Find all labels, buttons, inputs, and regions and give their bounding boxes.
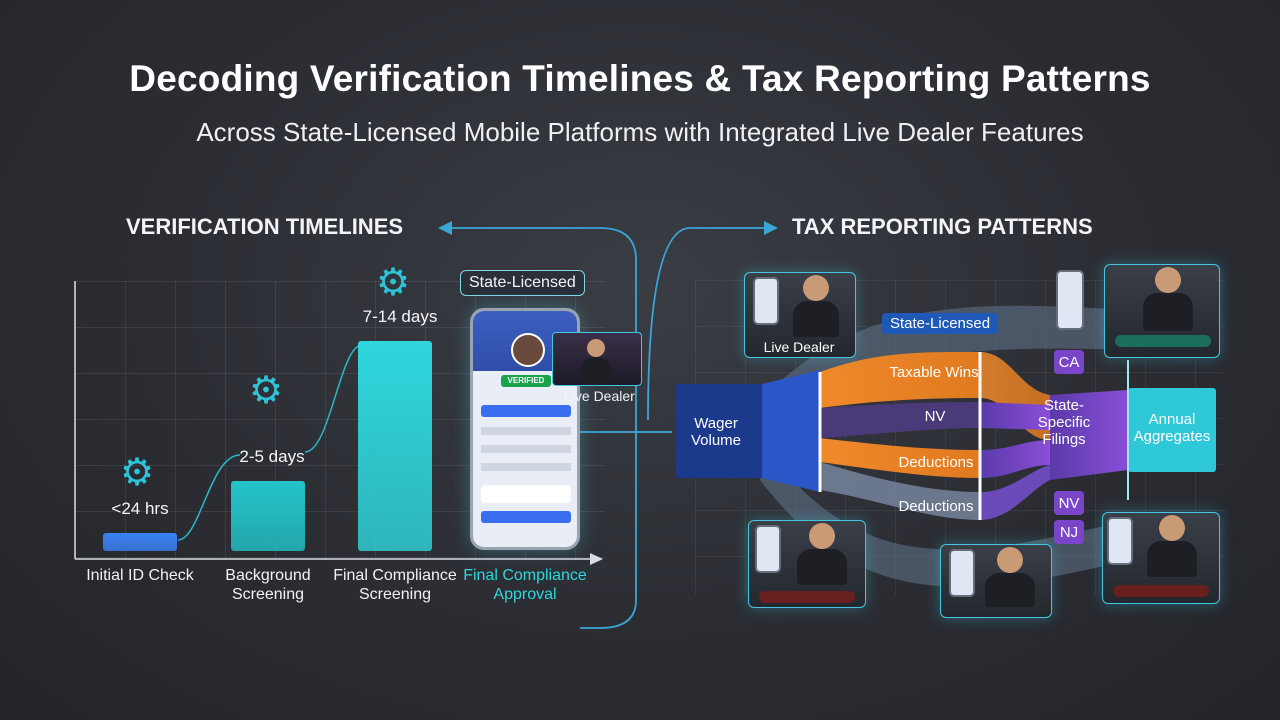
live-dealer-inset-label: Live Dealer: [564, 388, 635, 404]
wager-volume-node: Wager Volume: [690, 415, 742, 449]
verified-badge: VERIFIED: [501, 375, 551, 387]
dealer-card-bottom-mid: [940, 544, 1052, 618]
state-filings-node: State-Specific Filings: [1037, 396, 1091, 448]
bar-value-label: <24 hrs: [111, 499, 169, 518]
state-badge-nj: NJ: [1054, 520, 1084, 544]
taxable-wins-label: Taxable Wins: [889, 363, 979, 381]
annual-aggregates-node: Annual Aggregates: [1133, 411, 1211, 445]
state-badge-ca: CA: [1054, 350, 1084, 374]
bar-value-label: 7-14 days: [362, 307, 438, 326]
deductions-label: Deductions: [898, 453, 974, 471]
dealer-card-top-left: Live Dealer: [744, 272, 856, 358]
dealer-card-bottom-left: [748, 520, 866, 608]
bar-value-label: 2-5 days: [239, 447, 305, 466]
category-label-background: Background Screening: [225, 567, 311, 603]
phone-state-tag: State-Licensed: [460, 270, 585, 296]
nv-flow-label: NV: [924, 407, 946, 425]
dealer-card-top-right: [1104, 264, 1220, 358]
live-dealer-label: Live Dealer: [763, 339, 835, 355]
bar-3: [358, 341, 432, 551]
verification-heading: VERIFICATION TIMELINES: [126, 214, 404, 239]
dealer-card-bottom-right: [1102, 512, 1220, 604]
category-label-final-screening: Final Compliance Screening: [333, 567, 457, 603]
phone-top-right: [1056, 270, 1084, 330]
phone-mockup: VERIFIED: [470, 308, 580, 550]
deductions-label-2: Deductions: [898, 497, 974, 515]
gear-icon: ⚙: [120, 452, 155, 494]
category-label-initial: Initial ID Check: [86, 567, 194, 584]
state-licensed-tag: State-Licensed: [882, 313, 999, 334]
page-subtitle: Across State-Licensed Mobile Platforms w…: [196, 117, 1084, 147]
gear-icon: ⚙: [376, 262, 411, 304]
bar-1: [103, 533, 177, 551]
page-title: Decoding Verification Timelines & Tax Re…: [129, 58, 1151, 99]
category-label-final-approval: Final Compliance Approval: [463, 567, 587, 603]
avatar: [511, 333, 545, 367]
gear-icon: ⚙: [249, 370, 284, 412]
bar-2: [231, 481, 305, 551]
live-dealer-inset: [552, 332, 642, 386]
state-badge-nv: NV: [1054, 491, 1084, 515]
tax-heading: TAX REPORTING PATTERNS: [792, 214, 1093, 239]
